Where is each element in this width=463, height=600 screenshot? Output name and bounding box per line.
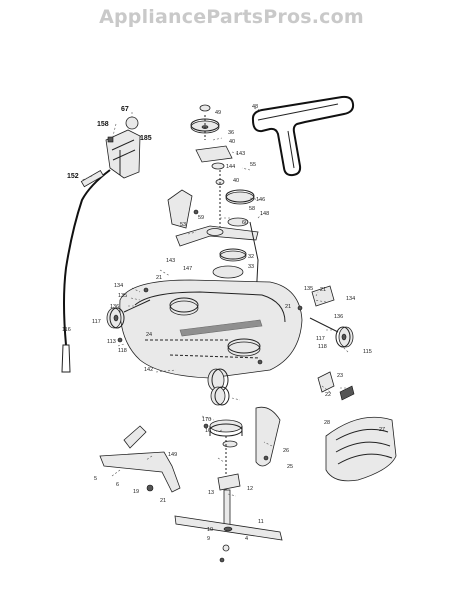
label-117-right: 117	[316, 336, 325, 342]
label-6: 6	[116, 482, 119, 488]
label-24: 24	[146, 332, 152, 338]
label-143-upper: 143	[236, 151, 245, 157]
label-25: 25	[287, 464, 293, 470]
label-117-left: 117	[92, 319, 101, 325]
label-149: 149	[168, 452, 177, 458]
label-142: 142	[144, 367, 153, 373]
label-170: 170	[202, 417, 211, 423]
label-26: 26	[283, 448, 289, 454]
label-40-lower: 40	[233, 178, 239, 184]
label-5: 5	[94, 476, 97, 482]
label-144: 144	[226, 164, 235, 170]
label-59: 59	[198, 215, 204, 221]
label-27: 27	[379, 427, 385, 433]
watermark-text: AppliancePartsPros.com	[99, 6, 364, 28]
gauge-wheel-left	[106, 299, 151, 329]
label-48: 48	[252, 104, 258, 110]
label-4: 4	[245, 536, 248, 542]
gauge-wheel-right	[309, 285, 354, 348]
label-136-left: 136	[110, 304, 119, 310]
cable-bracket	[105, 129, 141, 179]
label-21-left: 21	[156, 275, 162, 281]
label-11: 11	[258, 519, 264, 525]
label-40-upper: 40	[229, 139, 235, 145]
label-21-far-right: 21	[320, 287, 326, 293]
label-147: 147	[183, 266, 192, 272]
label-36: 36	[228, 130, 234, 136]
label-13: 13	[208, 490, 214, 496]
label-33: 33	[248, 264, 254, 270]
label-55: 55	[250, 162, 256, 168]
label-116: 116	[62, 327, 71, 333]
lift-knob	[125, 116, 139, 130]
spindle-assembly	[209, 406, 281, 531]
label-148: 148	[260, 211, 269, 217]
mower-deck-housing	[119, 279, 303, 379]
label-135-right: 135	[304, 286, 313, 292]
pulley-stack-top	[190, 104, 255, 230]
front-rollers	[207, 368, 230, 406]
label-118-left: 118	[118, 348, 127, 354]
label-28: 28	[324, 420, 330, 426]
label-58: 58	[249, 206, 255, 212]
label-136-right: 136	[334, 314, 343, 320]
label-135-left: 135	[118, 293, 127, 299]
label-60: 60	[242, 220, 248, 226]
label-115: 115	[363, 349, 372, 355]
lift-link	[99, 425, 181, 493]
label-67: 67	[121, 106, 129, 113]
label-113: 113	[107, 339, 116, 345]
discharge-chute	[325, 416, 397, 482]
label-146: 146	[256, 197, 265, 203]
label-152: 152	[67, 173, 79, 180]
label-22: 22	[325, 392, 331, 398]
label-143-lower: 143	[166, 258, 175, 264]
mower-blade	[174, 515, 283, 552]
label-9: 9	[207, 536, 210, 542]
label-10: 10	[207, 527, 213, 533]
label-134-left: 134	[114, 283, 123, 289]
label-49: 49	[215, 110, 221, 116]
label-19: 19	[133, 489, 139, 495]
label-23: 23	[337, 373, 343, 379]
label-185: 185	[140, 135, 152, 142]
idler-arms	[167, 189, 259, 301]
label-118-right: 118	[318, 344, 327, 350]
label-134-right: 134	[346, 296, 355, 302]
label-32: 32	[248, 254, 254, 260]
drive-belt	[251, 95, 355, 177]
label-21-right: 21	[285, 304, 291, 310]
label-53: 53	[180, 222, 186, 228]
control-cable	[61, 169, 111, 373]
leader-lines	[81, 107, 349, 497]
label-16: 16	[205, 428, 211, 434]
hardware-bolts	[117, 209, 303, 563]
label-21-bottom: 21	[160, 498, 166, 504]
label-158: 158	[97, 121, 109, 128]
label-12: 12	[247, 486, 253, 492]
deck-bracket-right	[317, 371, 355, 401]
